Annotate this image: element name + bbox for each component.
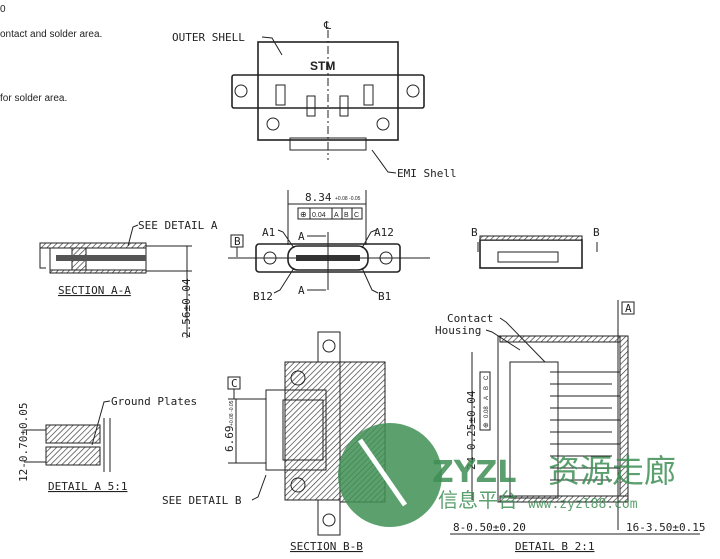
width-tolerance: +0.08 -0.05 xyxy=(335,196,361,202)
note-line-1: ontact and solder area. xyxy=(0,29,102,40)
dim-left: 8-0.50±0.20 xyxy=(453,521,526,534)
section-b-left: B xyxy=(471,226,478,239)
tolerance-frame: ⊕ 0.04 A B C xyxy=(297,207,363,220)
svg-text:0.04: 0.04 xyxy=(312,212,326,219)
housing-callout: Housing xyxy=(435,324,481,337)
detail-b-label: DETAIL B 2:1 xyxy=(515,540,594,553)
datum-a: A xyxy=(625,302,632,315)
pin-a12-label: A12 xyxy=(374,226,394,239)
centerline-symbol: ℄ xyxy=(323,19,331,32)
mounting-hole xyxy=(406,84,420,98)
section-b-b-height-dim: 6.69 xyxy=(223,426,236,453)
section-mark-bottom: A xyxy=(298,284,305,297)
detail-a-dim: 12-0.70±0.05 xyxy=(17,403,30,482)
watermark-chinese-main: 资源走廊 xyxy=(548,452,676,490)
top-view: STM ℄ OUTER SHELL EMI Shell xyxy=(172,19,457,180)
section-a-a-label: SECTION A-A xyxy=(58,284,131,297)
datum-c: C xyxy=(231,377,238,390)
watermark-latin: ZYZL xyxy=(432,455,516,490)
see-detail-b-callout: SEE DETAIL B xyxy=(162,494,242,507)
note-line-2: for solder area. xyxy=(0,93,67,104)
pin-b1-label: B1 xyxy=(378,290,391,303)
svg-text:A: A xyxy=(334,212,339,219)
detail-b: A Contact Housing 24-0.25±0.04 ⊕ 0.08 A … xyxy=(435,300,705,553)
svg-text:⊕: ⊕ xyxy=(300,210,307,219)
detail-a: 12-0.70±0.05 Ground Plates DETAIL A 5:1 xyxy=(17,395,197,493)
width-dimension: 8.34 xyxy=(305,191,332,204)
contact-callout: Contact xyxy=(447,312,493,325)
see-detail-a-callout: SEE DETAIL A xyxy=(138,219,218,232)
outer-shell-label: OUTER SHELL xyxy=(172,31,245,44)
note-line-0: 0 xyxy=(0,4,6,15)
section-b-b-label: SECTION B-B xyxy=(290,540,363,553)
svg-text:B: B xyxy=(484,386,490,390)
svg-text:B: B xyxy=(344,212,349,219)
side-view: B B xyxy=(471,226,600,269)
tolerance-frame-detail-b: ⊕ 0.08 A B C xyxy=(479,371,491,431)
pitch-dim: 24-0.25±0.04 xyxy=(465,390,478,470)
section-mark-top: A xyxy=(298,230,305,243)
section-b-right: B xyxy=(593,226,600,239)
ground-plates-callout: Ground Plates xyxy=(111,395,197,408)
datum-b: B xyxy=(234,235,241,248)
section-b-b-height-tol: +0.08 -0.05 xyxy=(229,400,235,426)
watermark-logo: ZYZL 资源走廊 信息平台 www.zyzl88.com xyxy=(338,423,676,527)
svg-text:A: A xyxy=(484,396,490,400)
watermark-chinese-sub: 信息平台 xyxy=(438,488,518,512)
watermark-url: www.zyzl88.com xyxy=(528,497,638,512)
mounting-hole xyxy=(234,84,248,98)
svg-text:C: C xyxy=(354,212,359,219)
brand-mark: STM xyxy=(310,59,335,73)
svg-text:0.08: 0.08 xyxy=(484,406,490,418)
dim-right: 16-3.50±0.15 xyxy=(626,521,705,534)
detail-a-label: DETAIL A 5:1 xyxy=(48,480,127,493)
pin-a1-label: A1 xyxy=(262,226,275,239)
section-a-a: SEE DETAIL A SECTION A-A 2.56±0.04 xyxy=(39,219,218,338)
svg-text:C: C xyxy=(484,375,490,380)
svg-text:⊕: ⊕ xyxy=(483,422,490,428)
emi-shell-label: EMI Shell xyxy=(397,167,457,180)
front-view: 8.34 +0.08 -0.05 ⊕ 0.04 A B C B A1 A12 B… xyxy=(228,190,430,303)
pin-b12-label: B12 xyxy=(253,290,273,303)
section-a-a-height-dim: 2.56±0.04 xyxy=(180,278,193,338)
